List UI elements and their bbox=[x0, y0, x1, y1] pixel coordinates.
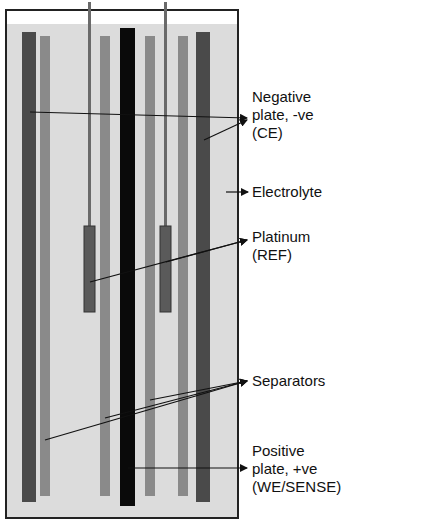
leader-line bbox=[105, 381, 247, 418]
part-label: Separators bbox=[252, 372, 372, 390]
leader-line bbox=[30, 112, 247, 118]
leader-line bbox=[90, 240, 247, 282]
electrolyte bbox=[7, 24, 237, 517]
negative-plate bbox=[22, 32, 36, 502]
leader-line bbox=[128, 467, 247, 468]
separator bbox=[100, 36, 110, 496]
platinum-plate bbox=[160, 226, 171, 312]
part-label: Positive plate, +ve (WE/SENSE) bbox=[252, 442, 334, 496]
separator bbox=[178, 36, 188, 496]
part-label: Platinum (REF) bbox=[252, 228, 334, 264]
leader-line bbox=[204, 120, 247, 140]
leader-line bbox=[45, 381, 247, 440]
part-label: Electrolyte bbox=[252, 183, 372, 201]
separator bbox=[40, 36, 50, 496]
leader-line bbox=[166, 240, 247, 262]
leader-line bbox=[150, 381, 247, 400]
part-label: Negative plate, -ve (CE) bbox=[252, 88, 334, 142]
platinum-plate bbox=[84, 226, 95, 312]
leader-line bbox=[226, 191, 248, 192]
negative-plate bbox=[196, 32, 210, 502]
platinum-wire bbox=[164, 2, 167, 228]
container bbox=[6, 10, 238, 518]
platinum-wire bbox=[88, 2, 91, 228]
positive-plate bbox=[120, 28, 135, 506]
